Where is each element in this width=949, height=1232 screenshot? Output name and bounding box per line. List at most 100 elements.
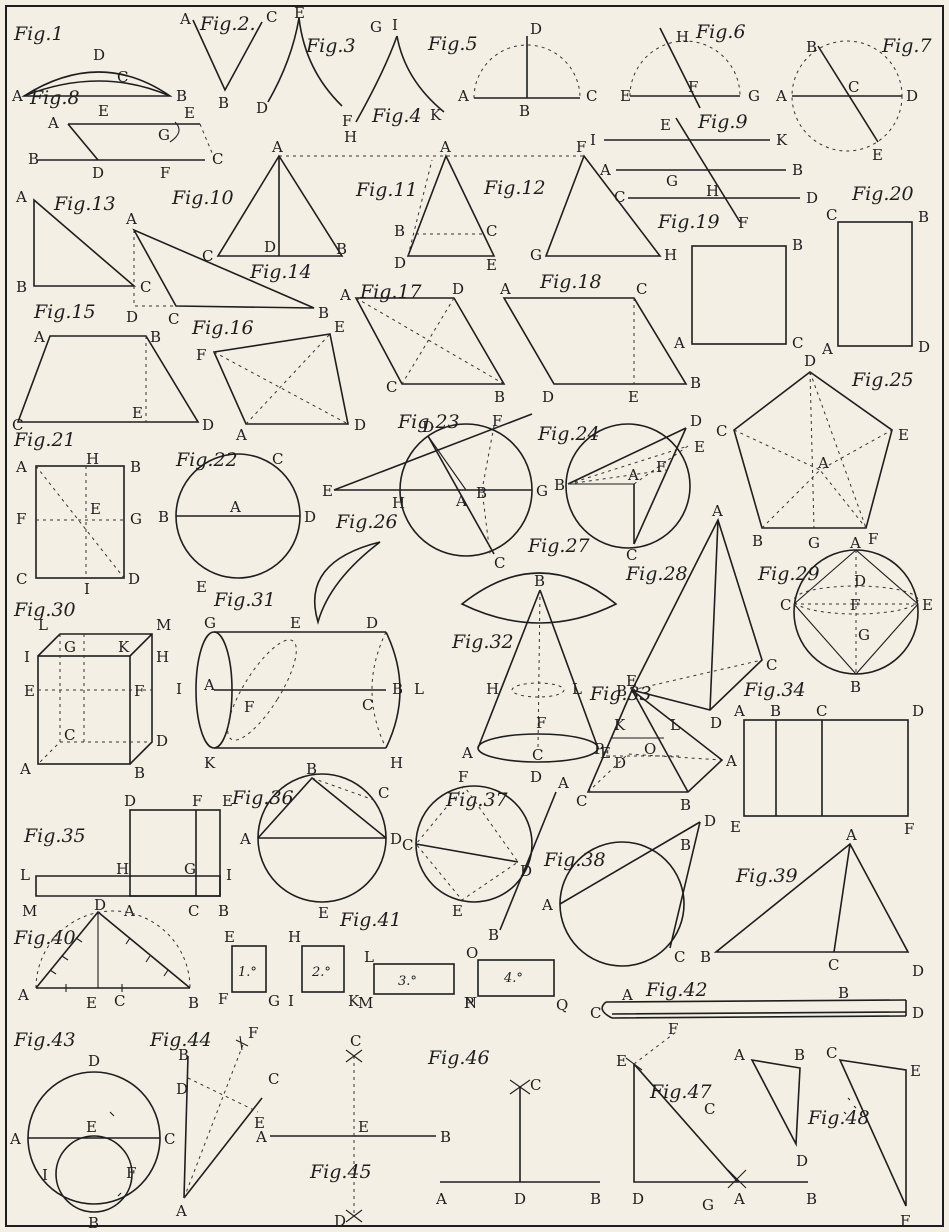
svg-text:G: G [858,626,870,644]
fig10-caption: Fig.10 [171,187,234,209]
svg-text:B: B [150,328,161,346]
svg-text:D: D [520,862,532,880]
svg-text:D: D [394,254,406,272]
fig24-caption: Fig.24 [537,423,600,445]
fig2-caption: Fig.2. [199,13,256,35]
svg-text:I: I [226,866,232,884]
figure-30: Fig.30 L M I G K H E F C D A B [13,599,171,782]
svg-text:C: C [816,702,827,720]
svg-text:A: A [499,280,511,298]
svg-text:F: F [738,214,748,232]
fig9-caption: Fig.9 [697,111,748,133]
fig47-caption: Fig.47 [649,1081,713,1103]
svg-text:H: H [486,680,499,698]
fig45-caption: Fig.45 [309,1161,372,1183]
svg-text:C: C [826,206,837,224]
svg-text:B: B [306,760,317,778]
svg-text:G: G [808,534,820,552]
fig6-caption: Fig.6 [695,21,746,43]
svg-text:E: E [196,578,207,596]
svg-text:A: A [271,138,283,156]
figure-22: Fig.22 C B A D E [158,449,316,596]
svg-text:M: M [156,616,171,634]
svg-text:C: C [212,150,223,168]
svg-text:C: C [164,1130,175,1148]
svg-text:B: B [616,682,627,700]
svg-text:C: C [64,726,75,744]
svg-text:B: B [392,680,403,698]
svg-text:D: D [542,388,554,406]
svg-text:M: M [358,994,373,1012]
svg-text:F: F [492,412,502,430]
svg-text:G: G [748,87,760,105]
svg-text:D: D [304,508,316,526]
svg-text:D: D [264,238,276,256]
svg-text:H: H [664,246,677,264]
figure-7: Fig.7 B A C D E [775,35,932,164]
fig17-caption: Fig.17 [359,281,423,303]
svg-text:G: G [370,18,382,36]
figure-16: Fig.16 F E A D [191,317,366,444]
svg-text:B: B [440,1128,451,1146]
svg-text:D: D [614,754,626,772]
fig33-caption: Fig.33 [589,683,652,705]
svg-text:D: D [632,1190,644,1208]
svg-text:D: D [88,1052,100,1070]
svg-text:D: D [256,99,268,117]
svg-text:F: F [868,530,878,548]
figure-17: Fig.17 A D C B [339,280,506,406]
fig5-caption: Fig.5 [427,33,478,55]
fig11-caption: Fig.11 [355,179,418,201]
fig20-caption: Fig.20 [851,183,914,205]
svg-text:D: D [202,416,214,434]
square-1-degree: 1.° [238,965,257,980]
svg-text:E: E [254,1114,265,1132]
svg-text:H: H [344,128,357,146]
svg-text:C: C [486,222,497,240]
svg-text:E: E [620,87,631,105]
svg-text:B: B [218,94,229,112]
svg-text:A: A [33,328,45,346]
svg-text:H: H [116,860,129,878]
svg-text:A: A [439,138,451,156]
svg-text:D: D [530,768,542,786]
svg-text:M: M [22,902,37,920]
svg-text:E: E [626,672,637,690]
svg-text:E: E [322,482,333,500]
svg-text:E: E [318,904,329,922]
svg-text:L: L [38,616,48,634]
svg-text:C: C [188,902,199,920]
svg-text:G: G [530,246,542,264]
svg-text:F: F [192,792,202,810]
svg-text:A: A [17,986,29,1004]
svg-text:A: A [627,466,639,484]
svg-text:B: B [134,764,145,782]
svg-text:C: C [12,416,23,434]
svg-text:K: K [348,992,360,1010]
svg-text:G: G [702,1196,714,1214]
fig3-caption: Fig.3 [305,35,356,57]
figure-29: Fig.29 A D C F E G B [757,534,933,696]
svg-text:A: A [461,744,473,762]
figure-32: Fig.32 B H L F A C E D [451,572,611,786]
svg-text:E: E [98,102,109,120]
svg-text:D: D [912,1004,924,1022]
svg-text:F: F [244,698,254,716]
svg-text:G: G [666,172,678,190]
svg-text:D: D [176,1080,188,1098]
svg-text:D: D [92,164,104,182]
svg-text:E: E [132,404,143,422]
svg-text:F: F [134,682,144,700]
svg-text:C: C [532,746,543,764]
svg-text:C: C [674,948,685,966]
svg-text:B: B [590,1190,601,1208]
svg-text:C: C [576,792,587,810]
svg-text:I: I [176,680,182,698]
svg-text:C: C [272,450,283,468]
figure-3: Fig.3 G E D F [256,4,382,130]
fig1-caption: Fig.1 [13,23,64,45]
svg-text:K: K [614,716,626,734]
degree-squares: 1.° E F G 2.° H I K 3.° L M N 4.° O P Q [218,928,568,1014]
svg-text:B: B [476,484,487,502]
figure-20: Fig.20 C B A D [821,183,930,358]
